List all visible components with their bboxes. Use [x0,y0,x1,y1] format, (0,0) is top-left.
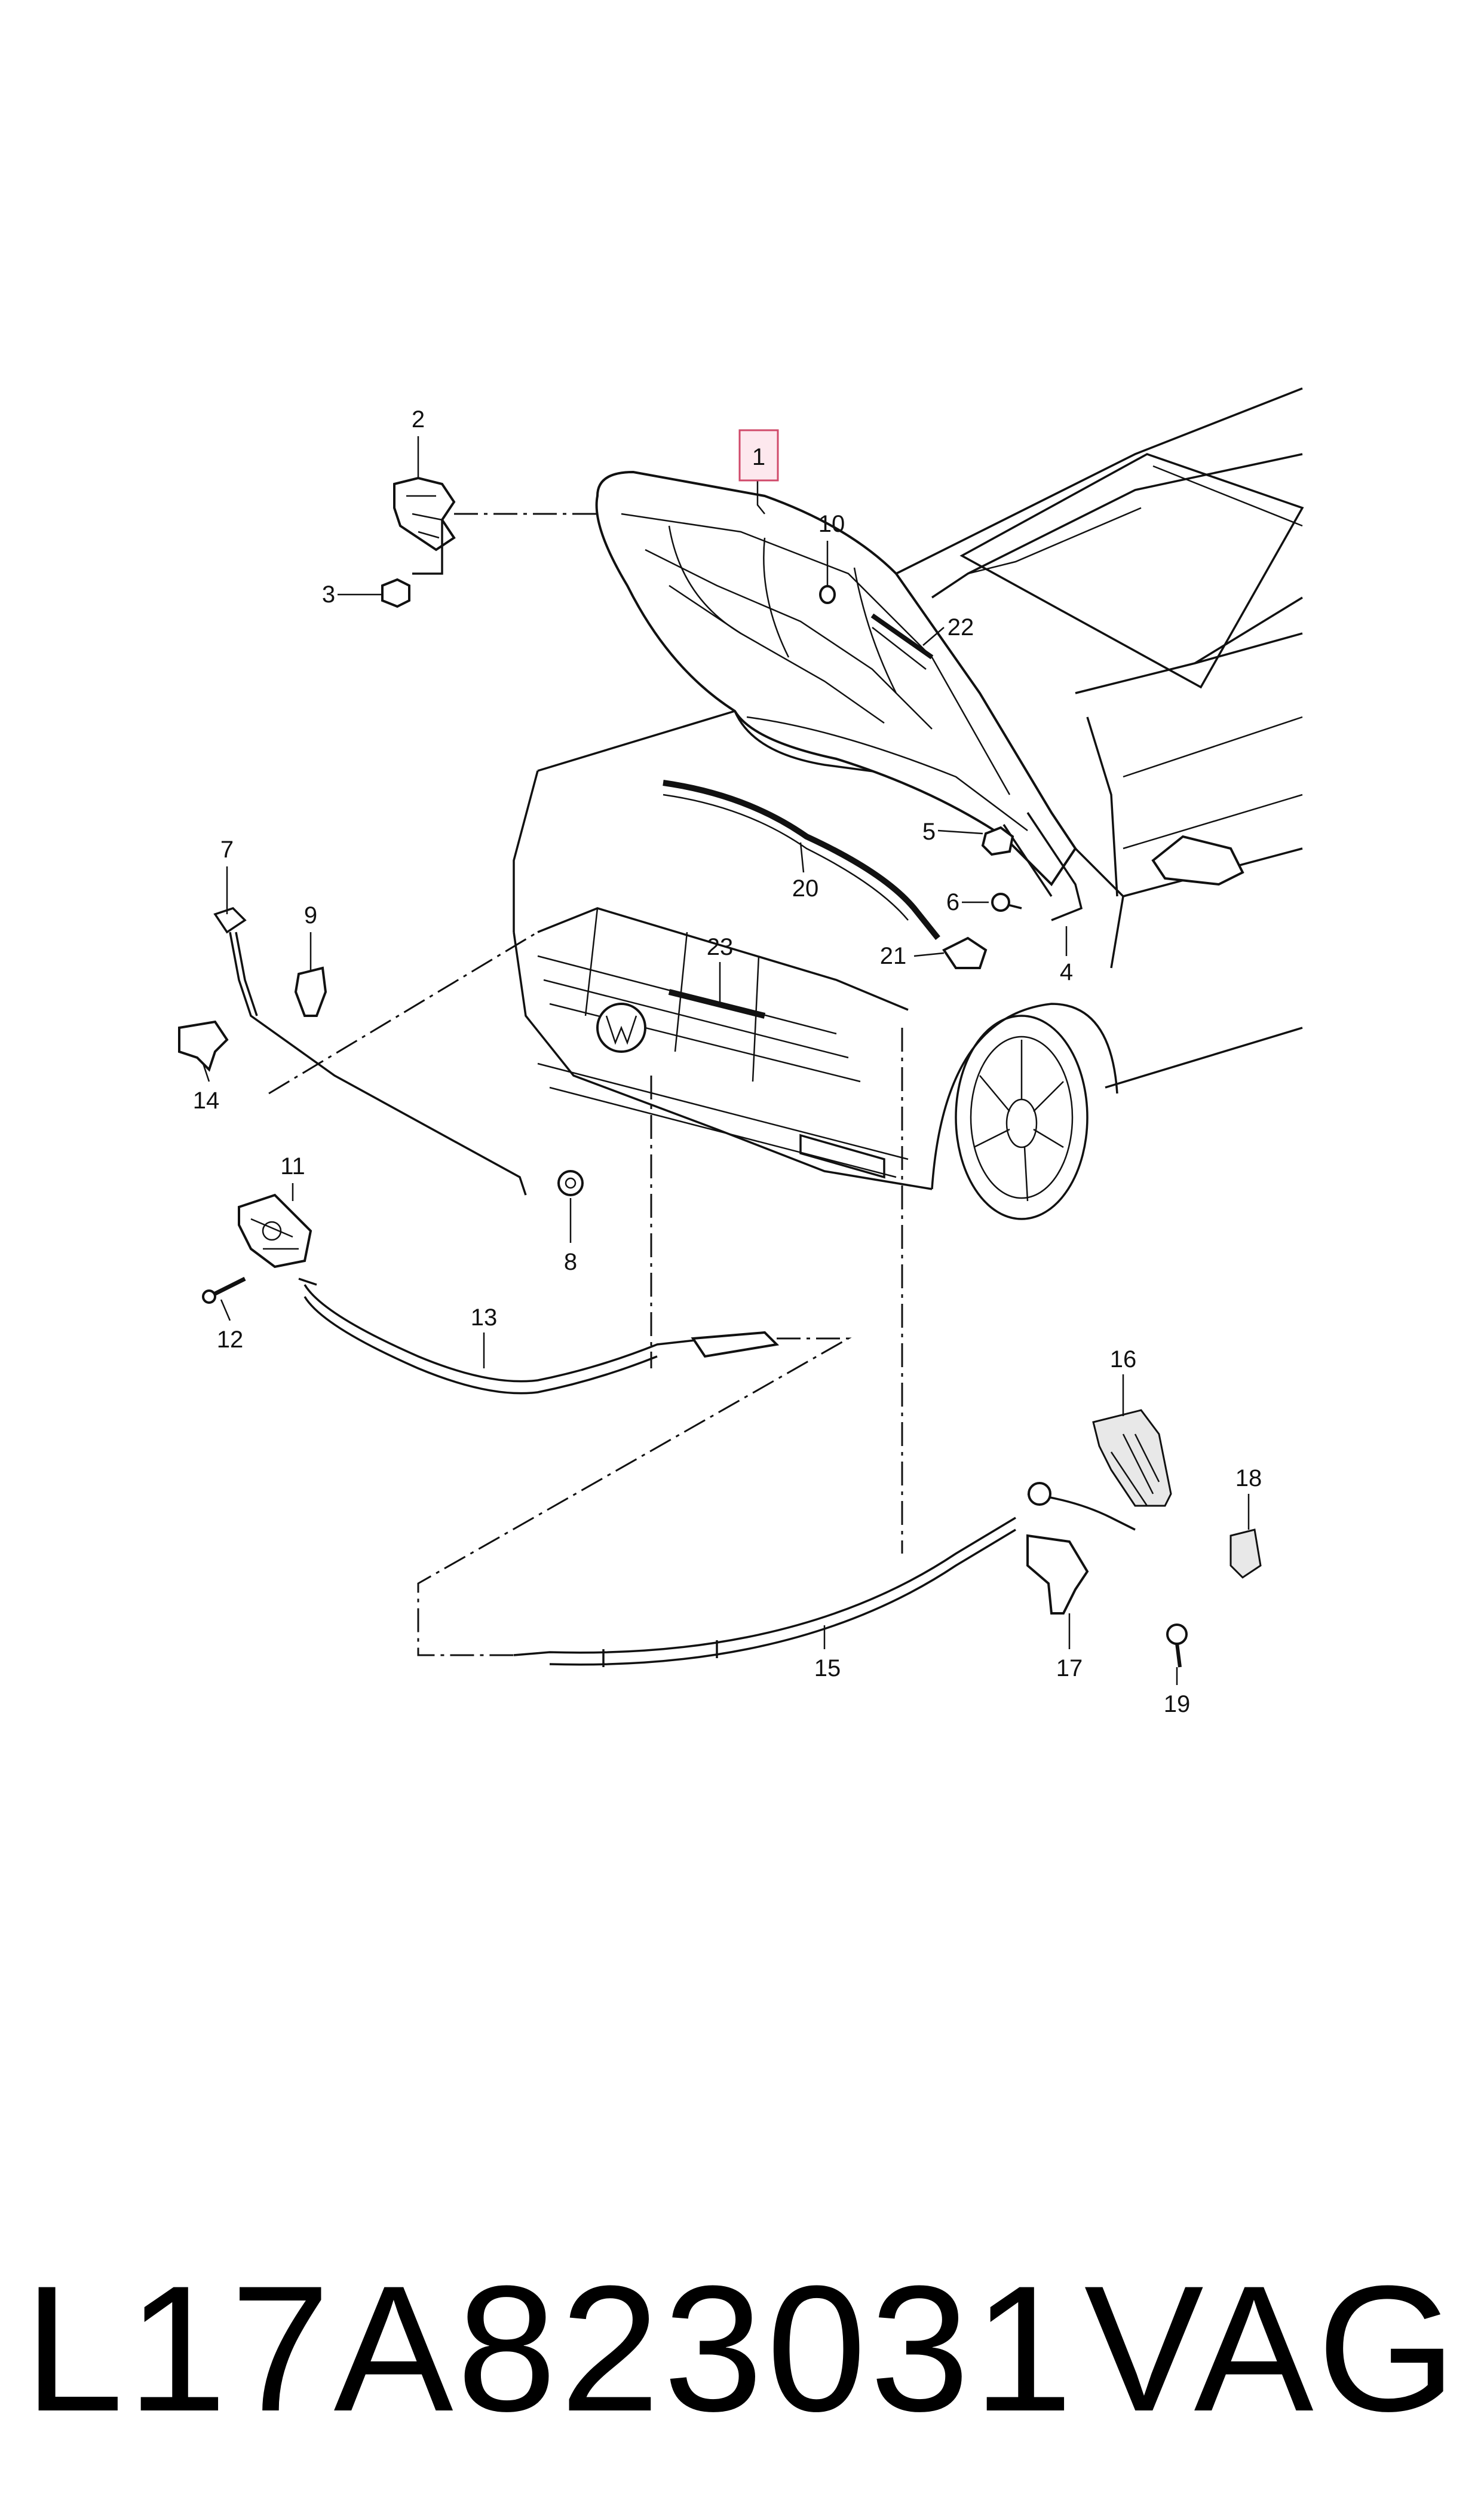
callout-15[interactable]: 15 [814,1655,841,1681]
callout-19[interactable]: 19 [1164,1691,1191,1717]
handle-part-16 [1092,1409,1172,1507]
screw-part-19 [1166,1623,1188,1645]
callout-14[interactable]: 14 [193,1088,220,1114]
callout-12[interactable]: 12 [217,1327,244,1353]
hinge-part-2 [393,476,456,575]
callout-9[interactable]: 9 [304,902,317,929]
callout-13[interactable]: 13 [471,1304,498,1331]
callout-10[interactable]: 10 [818,511,845,537]
cable-part-13 [298,1278,780,1395]
footer: L17A823031 VAG [0,2235,1484,2462]
callout-4[interactable]: 4 [1060,959,1073,985]
callout-1[interactable]: 1 [752,444,765,470]
brand-label: VAG [1084,2248,1460,2449]
lock-part-11 [238,1193,312,1269]
stop-part-21 [942,936,988,969]
highlight-box-part-1 [738,429,779,482]
callout-8[interactable]: 8 [564,1249,577,1275]
callout-21[interactable]: 21 [880,943,907,969]
callout-6[interactable]: 6 [946,889,959,915]
callout-7[interactable]: 7 [220,837,234,863]
bonnet-part-1 [595,470,1083,921]
callout-23[interactable]: 23 [707,934,734,960]
assembly-lines [268,513,903,1656]
callout-5[interactable]: 5 [922,819,936,845]
callout-3[interactable]: 3 [322,581,335,608]
bracket-part-17 [1026,1534,1089,1615]
seal-part-20 [663,780,940,941]
nut-part-3 [381,578,410,608]
callout-22[interactable]: 22 [948,614,974,641]
callout-2[interactable]: 2 [412,406,425,433]
trim-part-23 [668,989,766,1019]
callout-16[interactable]: 16 [1110,1346,1137,1373]
part-number: L17A823031 [24,2248,1077,2449]
callout-11[interactable]: 11 [280,1153,305,1180]
callouts: 1 2 3 4 5 6 7 8 9 10 11 12 13 14 15 16 1… [193,406,1262,1717]
clip-part-18 [1229,1528,1262,1579]
clip-part-9 [294,966,327,1017]
rod-part-7 [213,906,527,1196]
callout-20[interactable]: 20 [792,875,819,902]
callout-17[interactable]: 17 [1056,1655,1083,1681]
nut-part-5 [981,826,1014,856]
cable-part-15 [513,1482,1136,1667]
callout-18[interactable]: 18 [1235,1465,1262,1491]
bolt-part-6 [991,893,1010,912]
bracket-part-14 [178,1020,229,1072]
grommet-part-8 [557,1170,584,1196]
leader-lines [202,436,1250,1685]
